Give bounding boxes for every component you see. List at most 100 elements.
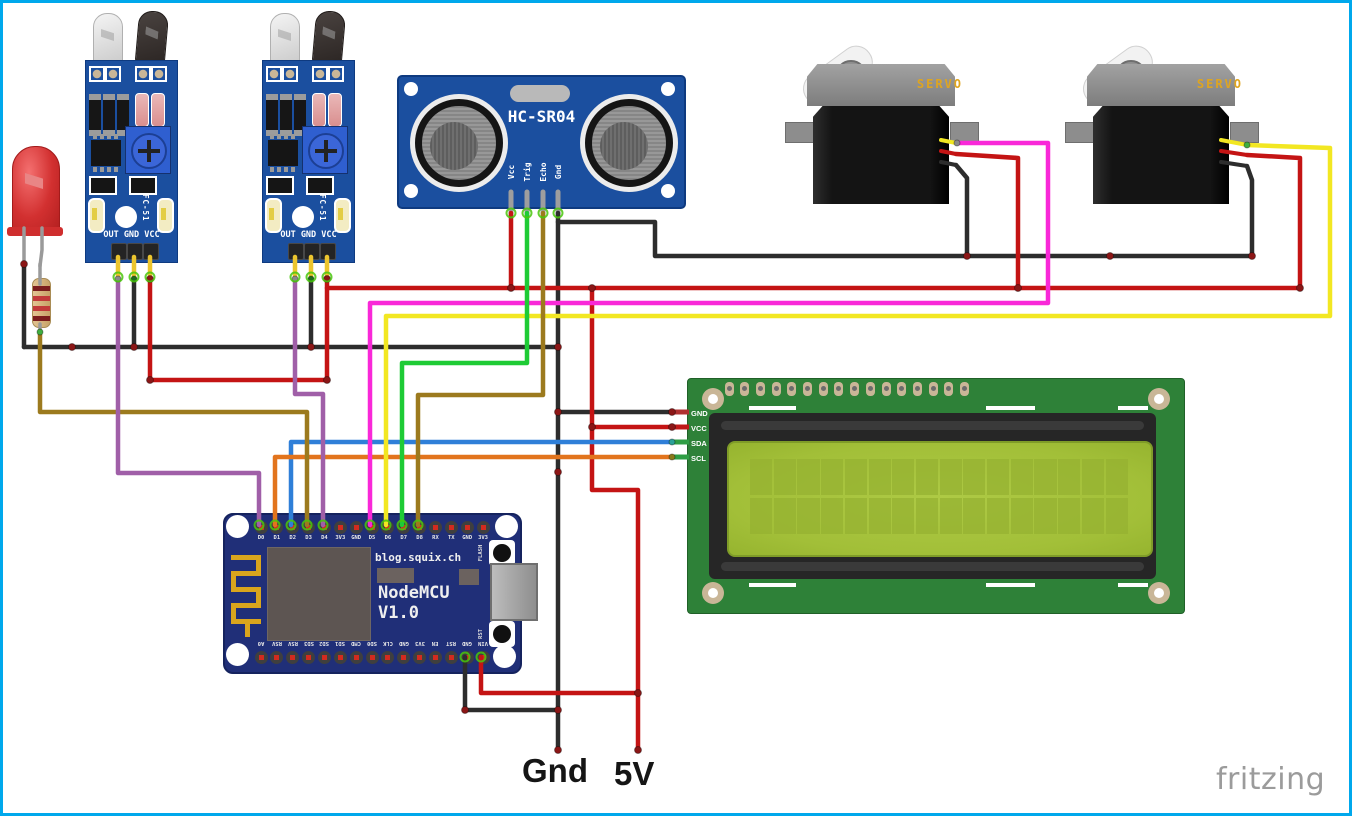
- nodemcu-pin-3V3: [476, 520, 490, 534]
- hc-pin-label-Gnd: Gnd: [554, 164, 563, 180]
- hc-pin-label-Echo: Echo: [539, 162, 548, 182]
- lcd-char-cell: [1058, 459, 1081, 495]
- junction-dot: [634, 746, 642, 754]
- nodemcu-pin-D6: [381, 520, 395, 534]
- lcd-char-cell: [892, 459, 915, 495]
- lcd-char-cell: [1081, 497, 1104, 534]
- nodemcu-pin-label: TX: [448, 535, 455, 541]
- junction-dot: [130, 343, 138, 351]
- lcd-char-cell: [915, 459, 939, 495]
- connector-ring: [321, 271, 333, 283]
- fritzing-watermark: fritzing: [1216, 762, 1326, 797]
- wire-ir2-out-to-d4: [292, 276, 326, 528]
- nodemcu-pin-label: D6: [384, 535, 392, 541]
- nodemcu-pin-label: GND: [351, 535, 362, 541]
- hc-pin-label-Trig: Trig: [523, 162, 532, 182]
- nodemcu-pin-A0: [254, 650, 268, 664]
- lcd-char-cell: [773, 459, 796, 495]
- connector-ring: [521, 207, 533, 219]
- nodemcu-pin-label: D4: [321, 535, 328, 541]
- junction-dot: [963, 252, 971, 260]
- esp8266-module: [267, 547, 371, 641]
- lcd-pin: [865, 382, 875, 396]
- lcd-char-cell: [1081, 459, 1104, 495]
- ir-model-label: FC-51: [318, 194, 327, 222]
- connector-ring: [305, 271, 317, 283]
- lcd-char-cell: [1034, 459, 1057, 495]
- servo-label: SERVO: [1196, 77, 1243, 91]
- nodemcu-pin-label: D5: [368, 535, 376, 541]
- lcd-char-cell: [1105, 459, 1128, 495]
- lcd-i2c-label-SDA: SDA: [691, 439, 707, 448]
- junction-dot: [554, 408, 562, 416]
- crystal: [510, 85, 570, 102]
- nodemcu-pin-SD2: [317, 650, 331, 664]
- lcd-char-cell: [1034, 497, 1057, 534]
- junction-dot: [588, 284, 596, 292]
- lcd-char-cell: [963, 459, 986, 495]
- ir-sensor-2: FC-51 OUT GND VCC: [262, 9, 355, 263]
- nodemcu-pin-label: D2: [289, 535, 297, 541]
- junction-dot: [146, 376, 154, 384]
- junction-dot: [323, 376, 331, 384]
- ir-receiver-led-icon: [134, 9, 170, 65]
- connector-ring: [505, 207, 517, 219]
- lcd-char-cell: [1010, 497, 1033, 534]
- servo-body: [1093, 106, 1229, 204]
- nodemcu-pin-label: 3V3: [478, 535, 488, 541]
- lcd-pin: [724, 382, 734, 396]
- nodemcu-pin-VIN: [476, 650, 490, 664]
- lcd-char-cell: [821, 497, 844, 534]
- junction-dot: [668, 453, 676, 461]
- junction-dot: [507, 284, 515, 292]
- wire-ir-vcc-link: [147, 276, 330, 383]
- comparator-ic: [268, 134, 298, 172]
- wire-servo-gnd-bus: [555, 219, 1255, 259]
- lcd-char-cell: [844, 497, 867, 534]
- nodemcu-pin-GND: [460, 650, 474, 664]
- lcd-i2c-label-SCL: SCL: [691, 454, 706, 463]
- lcd-char-cell: [987, 497, 1010, 534]
- lcd-char-cell: [821, 459, 844, 495]
- red-led-flange: [7, 227, 63, 236]
- junction-dot: [20, 260, 28, 268]
- nodemcu-pin-RST: [444, 650, 458, 664]
- junction-dot: [588, 423, 596, 431]
- connector-ring: [112, 271, 124, 283]
- lcd-char-cell: [1105, 497, 1128, 534]
- junction-dot: [68, 343, 76, 351]
- connector-ring: [144, 271, 156, 283]
- nodemcu-pin-SD1: [333, 650, 347, 664]
- nodemcu-pin-GND: [397, 650, 411, 664]
- lcd-char-cell: [939, 459, 962, 495]
- board-brand: blog.squix.ch: [375, 551, 462, 564]
- nodemcu-pin-GND: [460, 520, 474, 534]
- junction-dot: [554, 706, 562, 714]
- lcd-char-cell: [750, 497, 773, 534]
- junction-dot: [1106, 252, 1114, 260]
- wire-echo-to-d8: [415, 210, 546, 528]
- wire-trig-to-d7: [399, 210, 530, 528]
- junction-dot: [307, 275, 315, 283]
- nodemcu-pin-TX: [444, 520, 458, 534]
- servo-1: SERVO: [785, 39, 979, 206]
- lcd-pin: [928, 382, 938, 396]
- lcd-pin: [912, 382, 922, 396]
- wifi-antenna-icon: [231, 551, 263, 637]
- wire-ir1-out-to-d0: [115, 276, 262, 528]
- nodemcu-pin-D7: [397, 520, 411, 534]
- servo-cap: [1087, 64, 1235, 106]
- lcd-pin: [803, 382, 812, 396]
- lcd-screen: [727, 441, 1153, 557]
- junction-dot: [554, 468, 562, 476]
- ultrasonic-model-label: HC-SR04: [507, 107, 576, 126]
- usb-connector: [490, 563, 538, 621]
- servo-body: [813, 106, 949, 204]
- trimpot: [125, 126, 171, 174]
- lcd-i2c-label-GND: GND: [691, 409, 708, 418]
- junction-dot: [307, 343, 315, 351]
- nodemcu-pin-label: D8: [416, 535, 423, 541]
- nodemcu-pin-label: GND: [462, 535, 473, 541]
